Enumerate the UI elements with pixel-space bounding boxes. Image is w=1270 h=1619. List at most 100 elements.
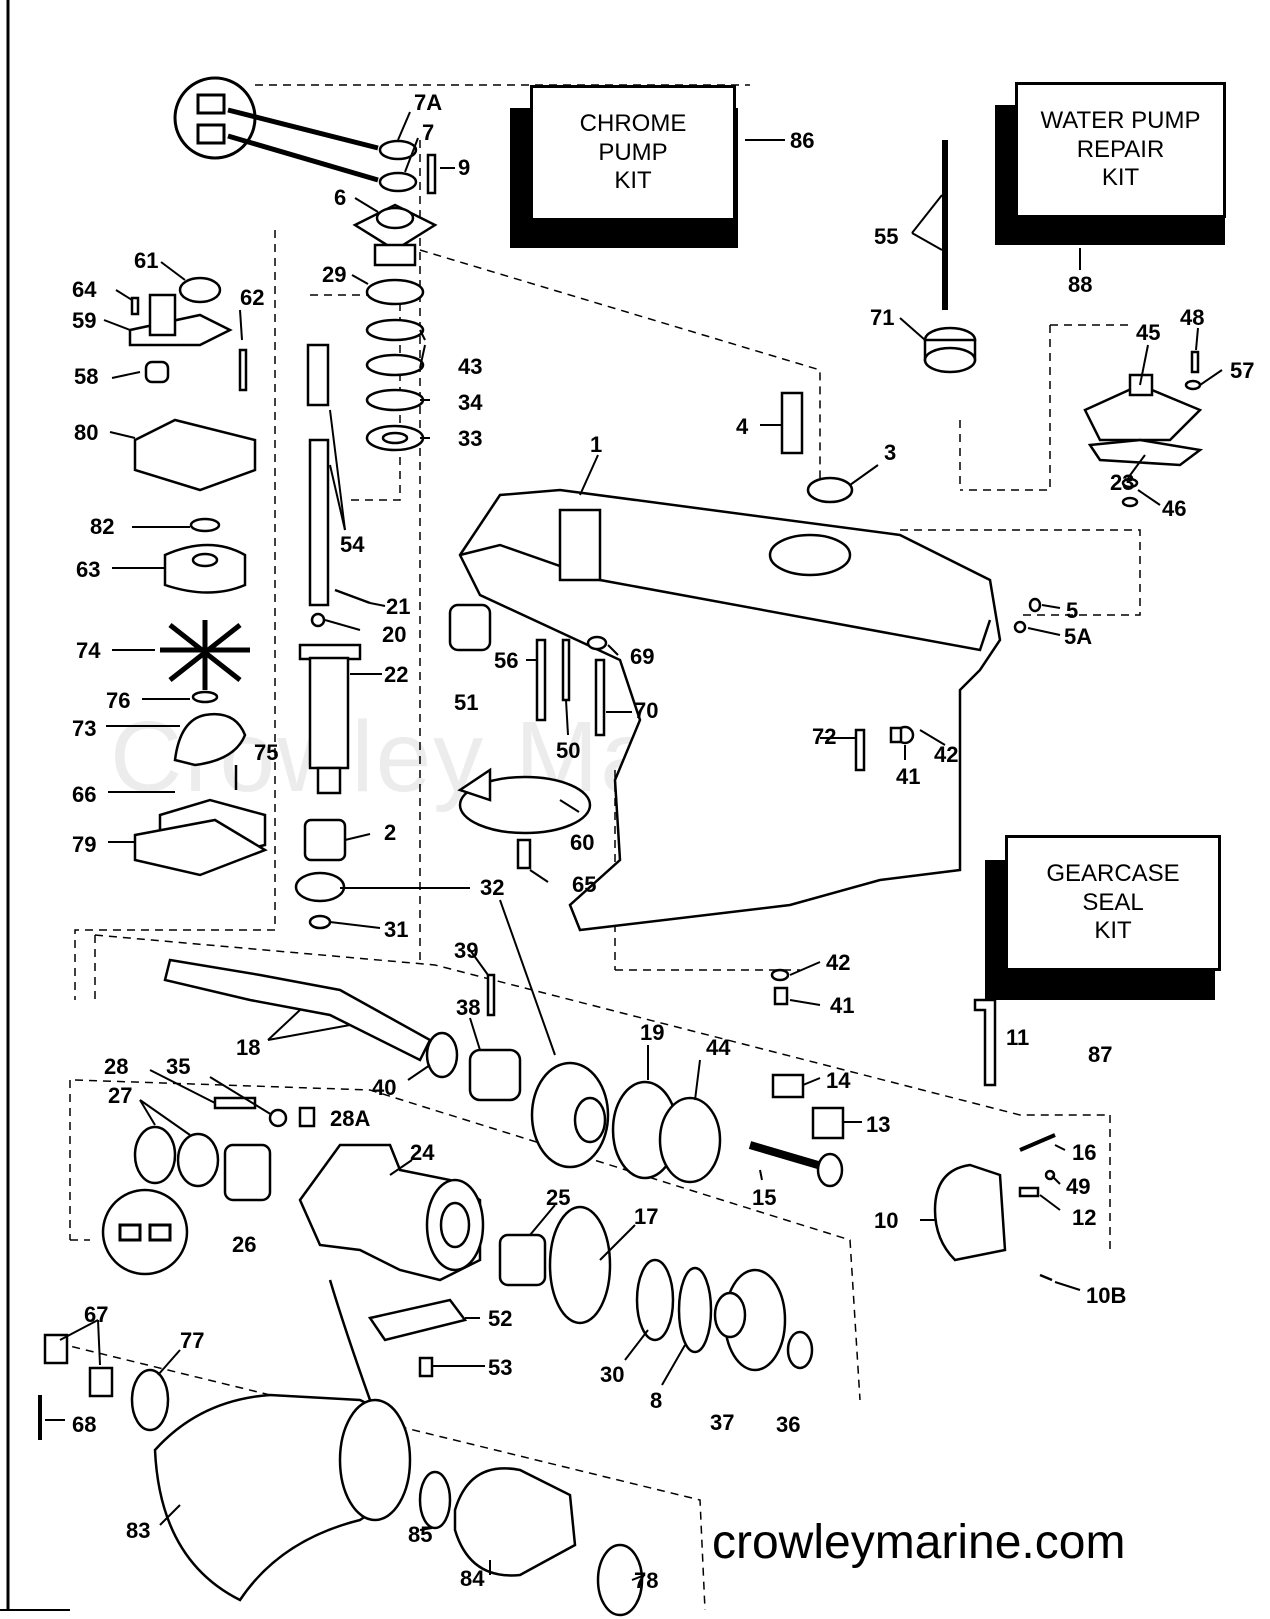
callout-31: 31 [384,917,409,942]
water-pump-repair-kit-box: WATER PUMP REPAIR KIT [1015,82,1226,218]
callout-65: 65 [572,872,597,897]
callout-33: 33 [458,426,483,451]
callout-70: 70 [634,698,659,723]
callout-11: 11 [1006,1025,1030,1050]
water-pump-repair-kit-label: WATER PUMP REPAIR KIT [1040,106,1201,192]
gearcase-seal-kit-box: GEARCASE SEAL KIT [1005,835,1221,971]
callout-32: 32 [480,875,505,900]
callout-45: 45 [1136,320,1161,345]
callout-35: 35 [166,1054,191,1079]
callout-42-upper: 42 [934,742,959,767]
callout-63: 63 [76,557,101,582]
callout-59: 59 [72,308,97,333]
callout-77: 77 [180,1328,205,1353]
chrome-pump-kit-box: CHROME PUMP KIT [530,85,736,221]
callout-51: 51 [454,690,479,715]
callout-23: 23 [1110,470,1135,495]
callout-86: 86 [790,128,815,153]
callout-48: 48 [1180,305,1205,330]
callout-28: 28 [104,1054,129,1079]
callout-41-upper: 41 [896,764,921,789]
callout-61: 61 [134,248,159,273]
callout-17: 17 [634,1204,659,1229]
callout-9: 9 [458,155,471,180]
callout-84: 84 [460,1566,485,1591]
callout-76: 76 [106,688,131,713]
website-label: crowleymarine.com [712,1516,1126,1569]
chrome-pump-kit-label: CHROME PUMP KIT [579,109,687,195]
callout-54: 54 [340,532,365,557]
callout-41-lower: 41 [830,993,855,1018]
callout-72: 72 [812,724,837,749]
callout-14: 14 [826,1068,851,1093]
callout-74: 74 [76,638,101,663]
callout-16: 16 [1072,1140,1097,1165]
callout-5a: 5A [1064,624,1093,649]
callout-26: 26 [232,1232,257,1257]
callout-5: 5 [1066,598,1079,623]
callout-85: 85 [408,1522,433,1547]
callout-22: 22 [384,662,409,687]
callout-15: 15 [752,1185,777,1210]
callout-52: 52 [488,1306,513,1331]
callout-46: 46 [1162,496,1187,521]
callout-6: 6 [334,185,347,210]
callout-25: 25 [546,1185,571,1210]
callout-75: 75 [254,740,279,765]
callout-73: 73 [72,716,97,741]
callout-18: 18 [236,1035,261,1060]
callout-38: 38 [456,995,481,1020]
callout-79: 79 [72,832,97,857]
callout-68: 68 [72,1412,97,1437]
callout-64: 64 [72,277,97,302]
callout-87: 87 [1088,1042,1113,1067]
callout-20: 20 [382,622,407,647]
callout-71: 71 [870,305,895,330]
callout-28a: 28A [330,1106,371,1131]
callout-83: 83 [126,1518,151,1543]
callout-67: 67 [84,1302,109,1327]
callout-60: 60 [570,830,595,855]
callout-39: 39 [454,938,479,963]
callout-21: 21 [386,594,411,619]
callout-7a: 7A [414,90,443,115]
callout-56: 56 [494,648,519,673]
callout-53: 53 [488,1355,513,1380]
callout-4: 4 [736,414,749,439]
callout-88: 88 [1068,272,1093,297]
callout-82: 82 [90,514,115,539]
callout-40: 40 [372,1075,397,1100]
callout-55: 55 [874,224,899,249]
callout-3: 3 [884,440,897,465]
callout-49: 49 [1066,1174,1091,1199]
callout-34: 34 [458,390,483,415]
callout-43: 43 [458,354,483,379]
callout-30: 30 [600,1362,625,1387]
callout-19: 19 [640,1020,665,1045]
callout-37: 37 [710,1410,735,1435]
callout-12: 12 [1072,1205,1097,1230]
callout-42-lower: 42 [826,950,851,975]
callout-13: 13 [866,1112,891,1137]
callout-36: 36 [776,1412,801,1437]
callout-80: 80 [74,420,99,445]
callout-44: 44 [706,1035,731,1060]
callout-24: 24 [410,1140,435,1165]
gearcase-seal-kit-label: GEARCASE SEAL KIT [1046,859,1180,945]
callout-58: 58 [74,364,99,389]
callout-29: 29 [322,262,347,287]
callout-8: 8 [650,1388,663,1413]
callout-50: 50 [556,738,581,763]
callout-69: 69 [630,644,655,669]
callout-2: 2 [384,820,397,845]
callout-78: 78 [634,1568,659,1593]
callout-10: 10 [874,1208,899,1233]
callout-57: 57 [1230,358,1255,383]
callout-66: 66 [72,782,97,807]
callout-10b: 10B [1086,1283,1127,1308]
callout-7: 7 [422,120,435,145]
callout-1: 1 [590,432,603,457]
callout-27: 27 [108,1083,133,1108]
